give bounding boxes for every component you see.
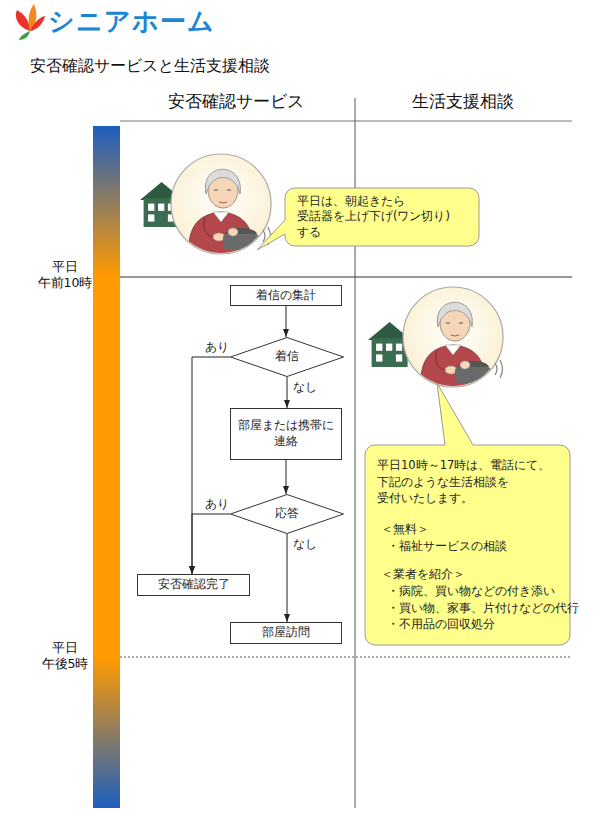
speech-bubble: 平日は、朝起きたら 受話器を上げ下げ(ワン切り)する bbox=[285, 188, 479, 246]
process-box: 着信の集計 bbox=[230, 285, 342, 306]
flow-arrow bbox=[286, 306, 287, 337]
node-text: 着信の集計 bbox=[256, 288, 316, 304]
time-label: 平日 午前10時 bbox=[33, 259, 97, 292]
diamond-shape bbox=[231, 495, 344, 534]
column-header: 安否確認サービス bbox=[136, 90, 336, 113]
speech-bubble: 平日10時～17時は、電話にて、 下記のような生活相談を 受付いたします。 ＜無料… bbox=[365, 445, 570, 645]
flow-arrow bbox=[287, 534, 288, 622]
process-box: 部屋または携帯に 連絡 bbox=[230, 408, 342, 460]
logo-icon bbox=[16, 4, 45, 40]
elder-illustration bbox=[171, 154, 271, 256]
header-rule bbox=[120, 121, 572, 122]
time-label: 平日 午後5時 bbox=[33, 640, 97, 673]
logo-leaf bbox=[19, 31, 30, 40]
flow-arrow bbox=[287, 377, 288, 408]
node-text: ・買い物、家事、片付けなどの代行 bbox=[377, 600, 579, 617]
column-header: 生活支援相談 bbox=[363, 90, 563, 113]
flow-arrow bbox=[192, 514, 230, 574]
flow-arrow bbox=[286, 460, 287, 494]
node-text: 安否確認完了 bbox=[158, 577, 230, 593]
logo-text: シニアホーム bbox=[48, 4, 215, 39]
page-title: 安否確認サービスと生活支援相談 bbox=[30, 56, 270, 77]
logo-leaf bbox=[30, 16, 45, 31]
branch-label: あり bbox=[205, 340, 229, 355]
node-text: ＜業者を紹介＞ bbox=[377, 566, 465, 583]
logo-leaf bbox=[16, 10, 30, 31]
node-text: ・病院、買い物などの付き添い bbox=[377, 583, 555, 600]
node-text: 応答 bbox=[275, 506, 299, 522]
node-text: ・福祉サービスの相談 bbox=[377, 538, 507, 555]
branch-label: あり bbox=[205, 497, 229, 512]
node-text: 平日は、朝起きたら 受話器を上げ下げ(ワン切り)する bbox=[297, 194, 471, 241]
branch-label: なし bbox=[293, 537, 317, 552]
flow-arrow bbox=[192, 357, 230, 574]
bubble-shape bbox=[257, 188, 479, 250]
node-text: 平日10時～17時は、電話にて、 下記のような生活相談を 受付いたします。 bbox=[377, 457, 562, 507]
time-rule-dotted bbox=[120, 657, 572, 658]
process-box: 部屋訪問 bbox=[230, 622, 342, 644]
decision-diamond: 応答 bbox=[230, 494, 344, 534]
branch-label: なし bbox=[293, 380, 317, 395]
node-text: 部屋訪問 bbox=[262, 625, 310, 641]
node-text: 着信 bbox=[275, 349, 299, 365]
node-text: 部屋または携帯に 連絡 bbox=[231, 418, 341, 449]
node-text: ・不用品の回収処分 bbox=[377, 616, 495, 633]
diamond-shape bbox=[231, 338, 344, 377]
decision-diamond: 着信 bbox=[230, 337, 344, 377]
time-bar bbox=[93, 126, 120, 808]
elder-illustration bbox=[403, 287, 503, 389]
terminal-box: 安否確認完了 bbox=[137, 574, 250, 596]
time-rule bbox=[120, 277, 572, 278]
node-text: ＜無料＞ bbox=[377, 521, 429, 538]
